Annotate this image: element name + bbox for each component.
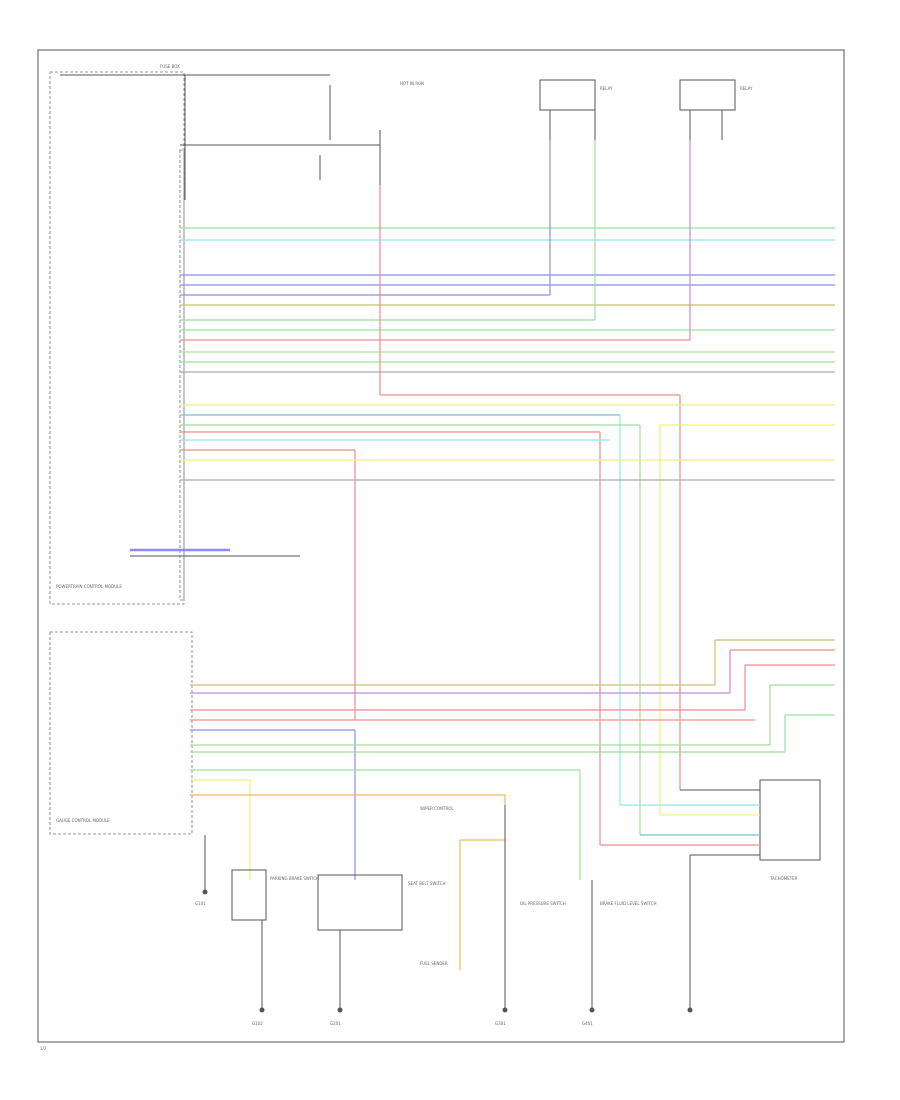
gauge-label: GAUGE CONTROL MODULE [56,818,110,823]
ground-4-label: G301 [495,1021,506,1026]
bottom-components: G101 PARKING BRAKE SWITCH G102 SEAT BELT… [195,805,798,1026]
ground-1-label: G101 [195,901,206,906]
seat-belt-label: SEAT BELT SWITCH [408,881,446,886]
pcm-label: POWERTRAIN CONTROL MODULE [56,584,122,589]
tach-label: TACHOMETER [769,876,798,881]
pcm-inner [179,149,185,601]
pcm-box [49,71,185,605]
ground-5-label: G401 [582,1021,593,1026]
relay-1 [539,79,596,111]
fuel-sender-label: FUEL SENDER [420,961,448,966]
brake-switch-label: BRAKE FLUID LEVEL SWITCH [600,901,657,906]
parking-brake-label: PARKING BRAKE SWITCH [270,876,319,881]
wiper-control-label: WIPER CONTROL [420,806,454,811]
hot-run-label: HOT IN RUN [400,81,424,86]
harness-lines [130,140,835,845]
ground-3-label: G201 [330,1021,341,1026]
right-module [759,779,821,861]
gauge-harness-lines [190,639,835,970]
outer-frame [37,49,845,1043]
relay-1-label: RELAY [600,86,613,91]
seat-belt-switch [317,874,403,931]
ground-2-label: G102 [252,1021,263,1026]
relay-2-label: RELAY [740,86,753,91]
footer-label: 1/2 [40,1046,47,1051]
relay-2 [679,79,736,111]
fuse-box-label: FUSE BOX [160,64,180,69]
gauge-box [49,631,193,835]
parking-brake-switch [231,869,267,921]
oil-switch-label: OIL PRESSURE SWITCH [520,901,566,906]
